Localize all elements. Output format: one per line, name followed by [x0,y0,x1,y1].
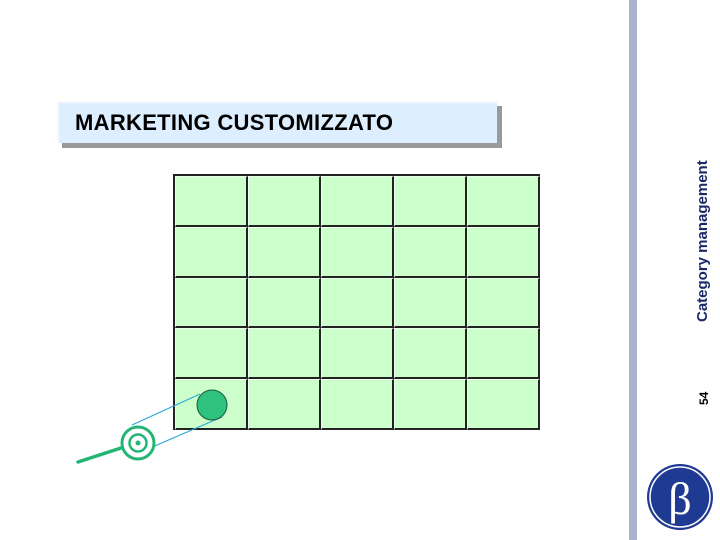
grid-cell [248,328,321,380]
position-marker-circle [196,389,228,421]
grid-cell [394,328,467,380]
grid-cell [175,328,248,380]
grid-cell [394,277,467,329]
grid-cell [175,277,248,329]
grid-board [173,174,540,430]
grid-cell [321,379,394,430]
grid-cell [394,226,467,278]
grid-cell [248,379,321,430]
projector-beam [131,393,223,449]
grid-cell [467,379,540,430]
grid-cell [394,176,467,227]
grid-cell [248,226,321,278]
grid-cell [321,328,394,380]
grid-cell [248,176,321,227]
grid-cell [175,176,248,227]
projector-device-icon [76,425,156,464]
grid-cell [321,176,394,227]
grid-cell [467,176,540,227]
grid-cell [467,226,540,278]
grid-cell [248,277,321,329]
grid-cell [467,277,540,329]
grid-cell [321,226,394,278]
grid-cell [175,226,248,278]
grid-cell [467,328,540,380]
grid-cell [321,277,394,329]
svg-text:β: β [668,473,691,524]
grid-cell [394,379,467,430]
slide-title: MARKETING CUSTOMIZZATO [75,110,394,135]
beta-logo-icon: β [647,464,713,530]
title-box: MARKETING CUSTOMIZZATO [57,101,497,143]
vertical-divider-bar [629,0,637,540]
